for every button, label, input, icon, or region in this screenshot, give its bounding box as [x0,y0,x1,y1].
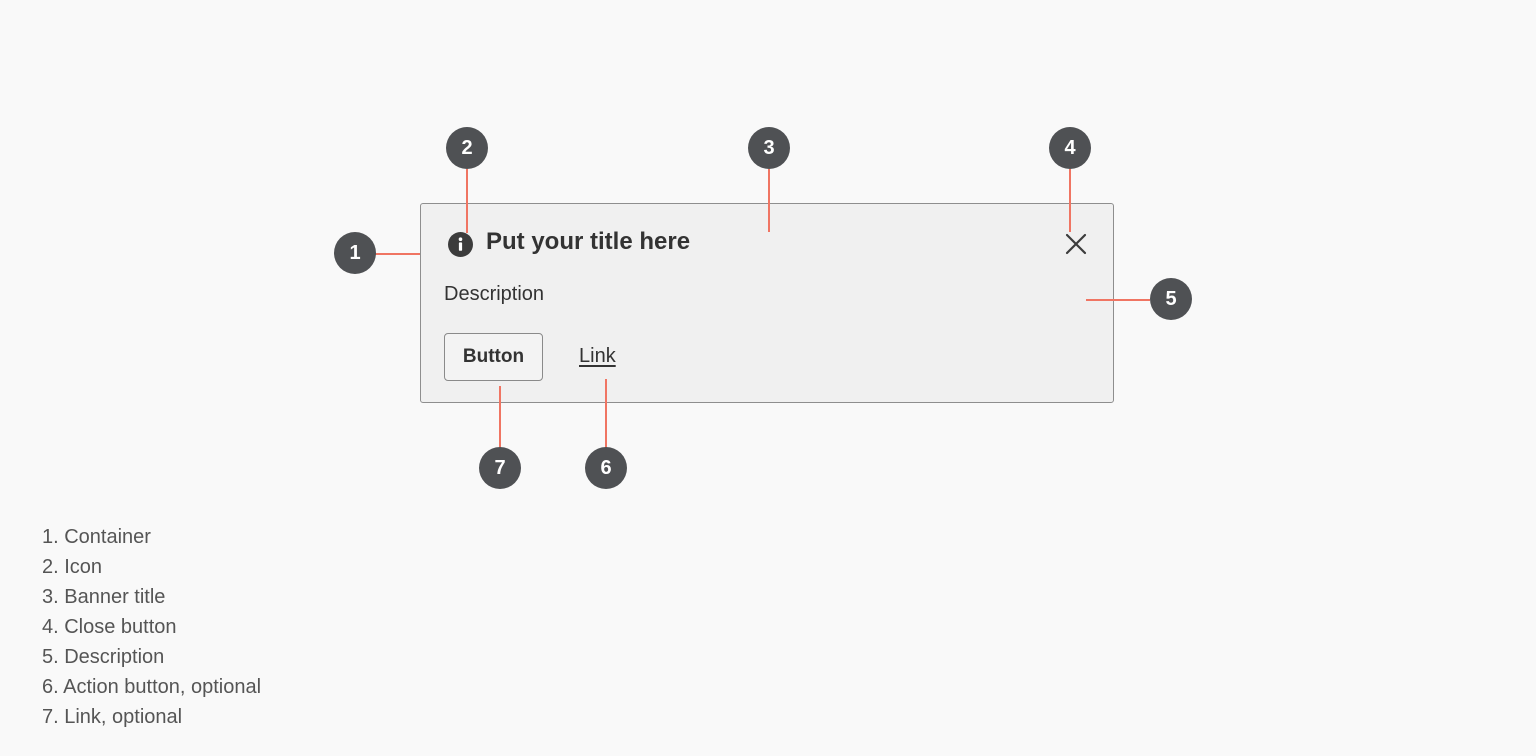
marker-7: 7 [479,447,521,489]
marker-3: 3 [748,127,790,169]
legend-item-container: 1. Container [42,526,151,548]
close-button[interactable] [1061,229,1091,259]
marker-6: 6 [585,447,627,489]
leader-line-3 [768,169,770,232]
banner-link[interactable]: Link [579,345,616,367]
legend-item-link: 7. Link, optional [42,706,183,728]
legend-item-close-button: 4. Close button [42,616,177,638]
leader-line-2 [466,169,468,233]
legend-item-action-button: 6. Action button, optional [42,676,262,698]
marker-2: 2 [446,127,488,169]
marker-5: 5 [1150,278,1192,320]
leader-line-6 [605,379,607,448]
legend-list: 1. Container 2. Icon 3. Banner title 4. … [42,522,261,732]
leader-line-7 [499,386,501,448]
banner-container: Put your title here Description Button L… [420,203,1114,403]
legend-item-banner-title: 3. Banner title [42,586,166,608]
banner-title: Put your title here [486,228,691,255]
legend-item-icon: 2. Icon [42,556,103,578]
banner-description: Description [444,283,545,305]
close-icon [1065,233,1087,255]
info-icon [448,232,473,257]
marker-1: 1 [334,232,376,274]
leader-line-1 [375,253,420,255]
leader-line-4 [1069,169,1071,232]
leader-line-5 [1086,299,1150,301]
marker-4: 4 [1049,127,1091,169]
legend-item-description: 5. Description [42,646,165,668]
action-button[interactable]: Button [444,333,543,381]
